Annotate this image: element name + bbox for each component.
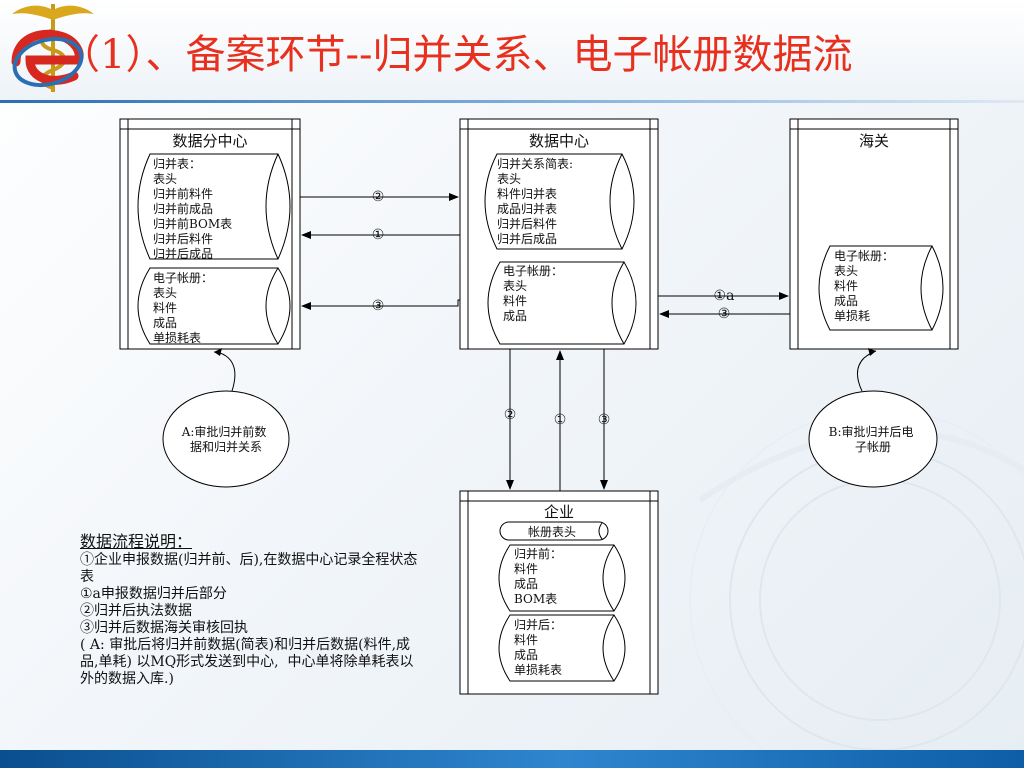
notes-heading: 数据流程说明： <box>80 532 193 551</box>
box-title-center: 数据中心 <box>529 132 589 150</box>
box-data-center: 数据中心 归并关系简表: 表头 料件归并表 成品归并表 归并后料件 归并后成品 … <box>459 118 659 350</box>
notes-line-1: ①企业申报数据(归并前、后),在数据中心记录全程状态表 <box>80 552 418 585</box>
flow-notes: 数据流程说明： ①企业申报数据(归并前、后),在数据中心记录全程状态表 ①a申报… <box>80 533 425 688</box>
label-up-mid: ① <box>554 412 567 428</box>
box-title-subcenter: 数据分中心 <box>172 132 247 150</box>
notes-line-5: ( A: 审批后将归并前数据(简表)和归并后数据(料件,成品,单耗) 以MQ形式… <box>80 637 414 687</box>
box-customs: 海关 电子帐册： 表头 料件 成品 单损耗 <box>789 118 959 350</box>
drum-lines-enterprise-2: 归并后： 料件 成品 单损耗表 <box>514 618 566 677</box>
drum-lines-enterprise-1: 归并前： 料件 成品 BOM表 <box>514 546 566 606</box>
pill-book-header <box>499 521 609 541</box>
label-fen-center-bot: ③ <box>372 298 385 314</box>
arrows-center-customs <box>658 292 790 318</box>
label-fen-center-top: ② <box>372 189 385 205</box>
footer-band <box>0 750 1024 768</box>
box-enterprise: 企业 帐册表头 归并前： 料件 成品 BOM表 归并后： 料件 成品 单损耗表 <box>459 490 659 695</box>
customs-emblem-logo <box>11 4 94 92</box>
label-center-customs-bot: ③ <box>718 306 731 322</box>
arrows-subcenter-center <box>300 193 460 310</box>
box-title-enterprise: 企业 <box>544 503 574 521</box>
arrows-center-enterprise <box>506 349 608 491</box>
label-center-customs-top: ①a <box>714 288 735 304</box>
drum-lines-center-1: 归并关系简表: 表头 料件归并表 成品归并表 归并后料件 归并后成品 <box>497 157 577 246</box>
notes-line-2: ①a申报数据归并后部分 <box>80 586 227 602</box>
label-fen-center-mid: ① <box>372 227 385 243</box>
callout-b: B:审批归并后电 子帐册 <box>808 348 938 488</box>
svg-text:B:审批归并后电 子帐册: B:审批归并后电 子帐册 <box>829 424 918 454</box>
drum-lines-subcenter-1: 归并表： 表头 归并前料件 归并前成品 归并前BOM表 归并后料件 归并后成品 <box>153 157 236 261</box>
header-rule <box>0 100 1024 103</box>
drum-lines-center-2: 电子帐册： 表头 料件 成品 <box>503 263 567 323</box>
header-band <box>0 0 1024 100</box>
box-data-subcenter: 数据分中心 归并表： 表头 归并前料件 归并前成品 归并前BOM表 归并后料件 … <box>119 118 301 350</box>
label-down-right: ③ <box>598 412 611 428</box>
notes-line-3: ②归并后执法数据 <box>80 603 192 619</box>
drum-lines-customs: 电子帐册： 表头 料件 成品 单损耗 <box>834 248 898 323</box>
label-down-left: ② <box>504 407 517 423</box>
pill-label: 帐册表头 <box>528 524 576 539</box>
slide-title: （1）、备案环节--归并关系、电子帐册数据流 <box>60 32 853 78</box>
drum-lines-subcenter-2: 电子帐册： 表头 料件 成品 单损耗表 <box>153 270 217 345</box>
notes-line-4: ③归并后数据海关审核回执 <box>80 620 248 636</box>
svg-text:A:审批归并前数 据和归并关系: A:审批归并前数 据和归并关系 <box>181 424 271 454</box>
arrow-3-to-subcenter <box>301 299 460 310</box>
box-title-customs: 海关 <box>859 132 889 150</box>
callout-a: A:审批归并前数 据和归并关系 <box>162 348 290 488</box>
